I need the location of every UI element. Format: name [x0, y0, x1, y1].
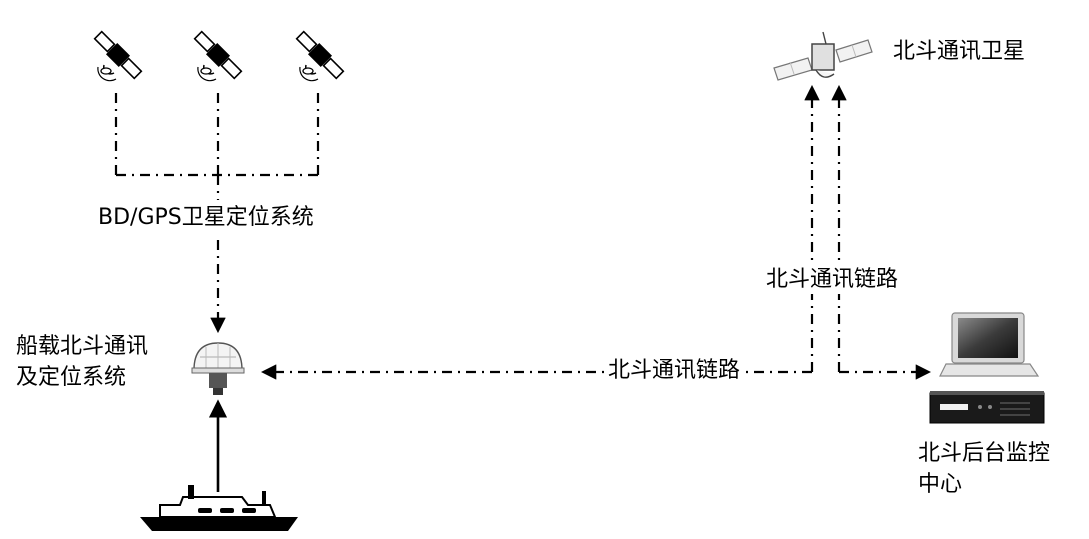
- vertical-link-label: 北斗通讯链路: [764, 266, 901, 294]
- dome-antenna-icon: [191, 342, 245, 395]
- communication-satellite-icon: [773, 31, 873, 81]
- ship-system-label-line2: 及定位系统: [16, 365, 127, 390]
- positioning-system-label: BD/GPS卫星定位系统: [96, 204, 316, 232]
- ship-icon: [140, 485, 298, 531]
- beidou-satellite-label: 北斗通讯卫星: [893, 39, 1026, 64]
- horizontal-link-label: 北斗通讯链路: [606, 357, 743, 385]
- laptop-icon: [939, 312, 1040, 377]
- positioning-satellite-2-icon: [191, 28, 245, 82]
- positioning-satellite-3-icon: [293, 28, 347, 82]
- monitoring-center-label-line1: 北斗后台监控: [918, 441, 1051, 466]
- rack-server-icon: [929, 391, 1045, 424]
- monitoring-center-label-line2: 中心: [918, 472, 963, 497]
- positioning-satellite-1-icon: [91, 28, 145, 82]
- ship-system-label-line1: 船载北斗通讯: [16, 334, 149, 359]
- positioning-bracket: [114, 93, 320, 200]
